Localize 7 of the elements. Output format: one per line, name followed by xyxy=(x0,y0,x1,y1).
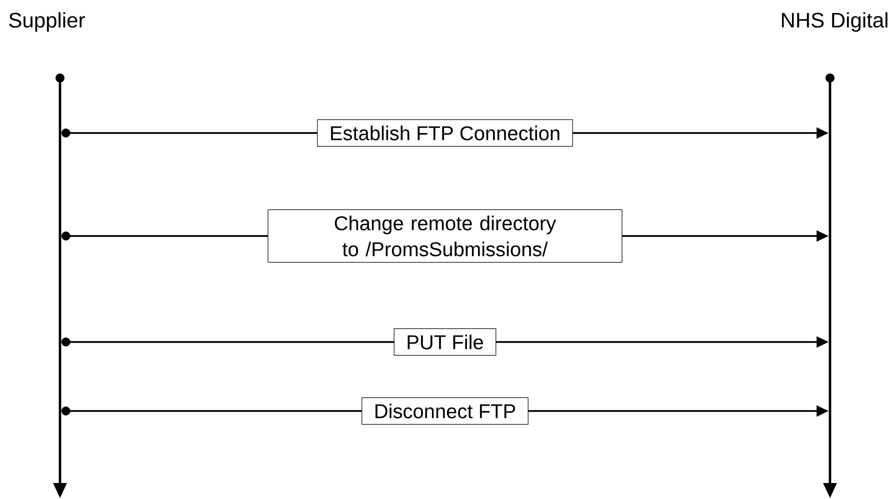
participant-label: NHS Digital xyxy=(782,12,888,32)
edge-label: Disconnect FTP xyxy=(362,397,528,425)
edge-label: Change remote directory to /PromsSubmissions/ xyxy=(268,209,622,263)
lifeline xyxy=(823,74,837,498)
edge-label: Establish FTP Connection xyxy=(317,119,573,147)
edge-label: PUT File xyxy=(394,328,496,356)
participant-label: Supplier xyxy=(9,12,85,32)
